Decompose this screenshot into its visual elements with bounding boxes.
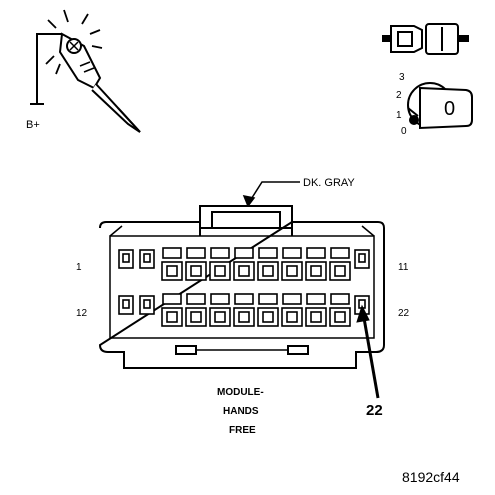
figure-id: 8192cf44 (402, 469, 460, 485)
pin-label-22: 22 (398, 308, 410, 319)
terminal-pin-4 (185, 247, 207, 281)
module-name-line-2: HANDS (223, 406, 259, 417)
callout-pin-label: 22 (366, 402, 383, 419)
terminal-row-bottom (118, 293, 370, 327)
light-rays-icon (45, 9, 103, 75)
terminal-pin-20 (305, 293, 327, 327)
terminal-pin-1 (118, 249, 134, 269)
test-light-probe-icon (30, 32, 141, 133)
connector-color-label: DK. GRAY (303, 177, 355, 189)
terminal-pin-19 (281, 293, 303, 327)
connector-symbol-icon (382, 23, 469, 55)
key-position-mark: 0 (444, 98, 455, 120)
terminal-pin-9 (305, 247, 327, 281)
terminal-pin-11 (354, 249, 370, 269)
connector-body (98, 205, 385, 369)
color-leader-arrow-icon (242, 181, 300, 208)
terminal-pin-13 (139, 295, 155, 315)
ignition-key-icon (407, 82, 473, 130)
terminal-pin-2 (139, 249, 155, 269)
ignition-position-1: 1 (396, 110, 402, 121)
terminal-pin-8 (281, 247, 303, 281)
module-name-line-3: FREE (229, 425, 256, 436)
terminal-row-top (118, 247, 370, 281)
module-name-line-1: MODULE- (217, 387, 264, 398)
pin-label-1: 1 (76, 262, 82, 273)
terminal-pin-18 (257, 293, 279, 327)
terminal-pin-16 (209, 293, 231, 327)
terminal-pin-3 (161, 247, 183, 281)
callout-arrow-icon (356, 304, 380, 399)
ignition-position-2: 2 (396, 90, 402, 101)
ignition-position-3: 3 (399, 72, 405, 83)
b-plus-label: B+ (26, 119, 40, 131)
pin-label-12: 12 (76, 308, 88, 319)
terminal-pin-15 (185, 293, 207, 327)
ignition-position-0: 0 (401, 126, 407, 137)
terminal-pin-12 (118, 295, 134, 315)
terminal-pin-21 (329, 293, 351, 327)
terminal-pin-5 (209, 247, 231, 281)
terminal-pin-14 (161, 293, 183, 327)
pin-label-11: 11 (398, 262, 409, 273)
terminal-pin-6 (233, 247, 255, 281)
terminal-pin-10 (329, 247, 351, 281)
terminal-pin-7 (257, 247, 279, 281)
terminal-pin-17 (233, 293, 255, 327)
